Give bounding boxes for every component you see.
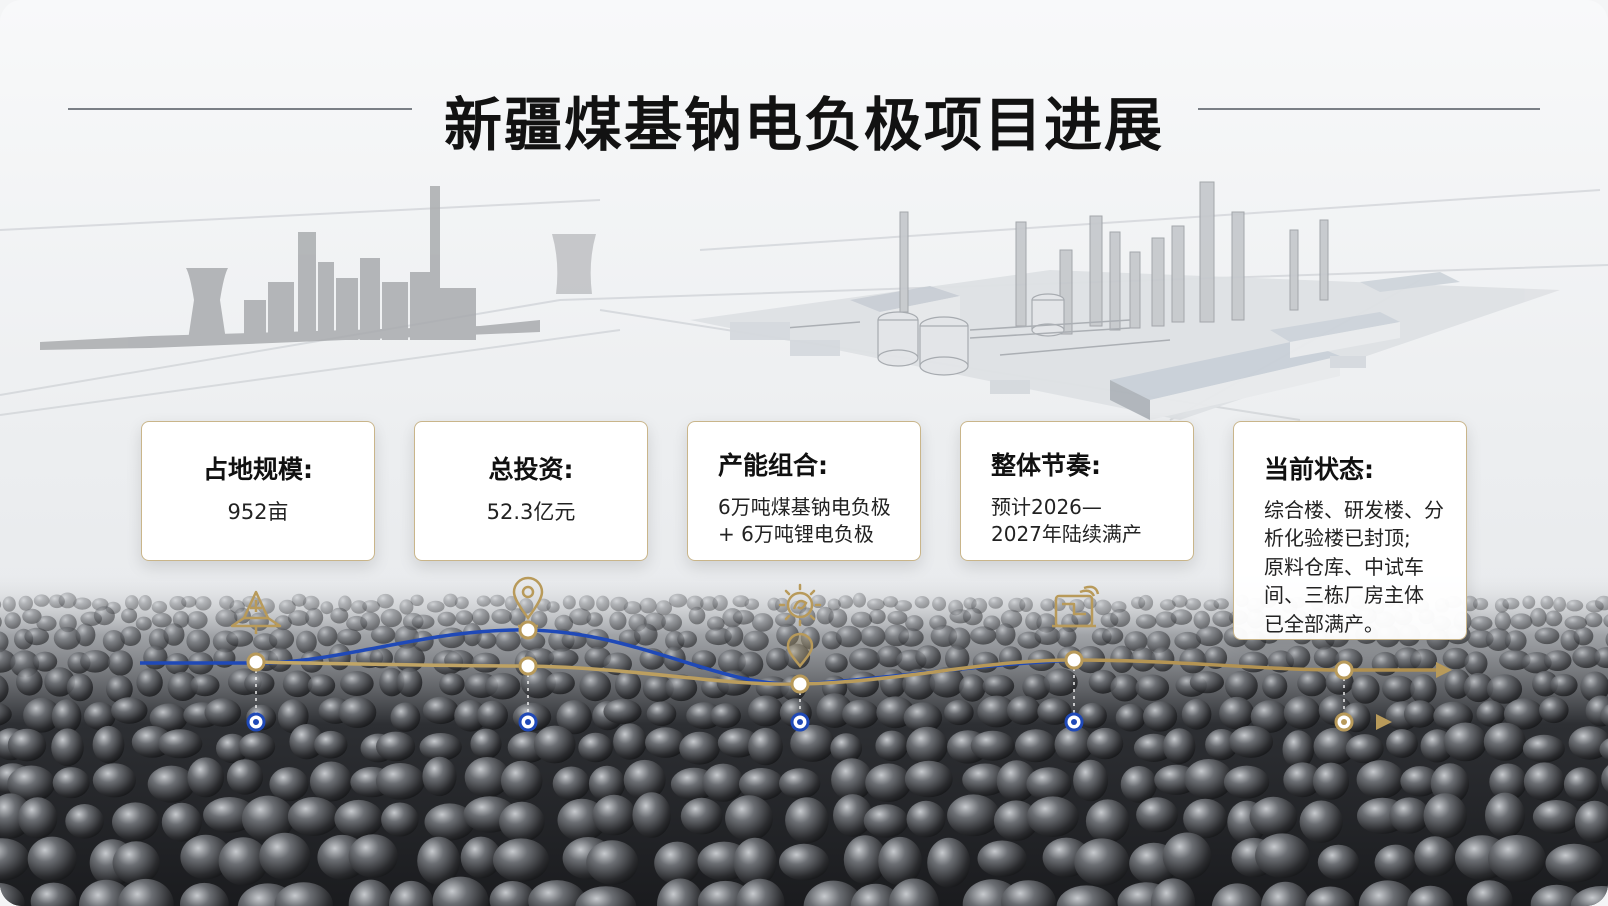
card-body: 6万吨煤基钠电负极 + 6万吨锂电负极 [718,495,891,546]
card-heading: 占地规模: [203,455,313,484]
card-investment: 总投资: 52.3亿元 [414,421,648,561]
card-land-area: 占地规模: 952亩 [141,421,375,561]
card-schedule: 整体节奏: 预计2026— 2027年陆续满产 [960,421,1194,561]
card-body: 952亩 [227,500,289,524]
card-heading: 产能组合: [718,451,828,480]
card-capacity: 产能组合: 6万吨煤基钠电负极 + 6万吨锂电负极 [687,421,921,561]
card-body: 综合楼、研发楼、分 析化验楼已封顶; 原料仓库、中试车 间、三栋厂房主体 已全部… [1264,498,1444,636]
card-current-status: 当前状态: 综合楼、研发楼、分 析化验楼已封顶; 原料仓库、中试车 间、三栋厂房… [1233,421,1467,640]
card-heading: 总投资: [488,455,574,484]
card-heading: 整体节奏: [991,451,1101,480]
title-divider-right [1198,108,1540,110]
card-heading: 当前状态: [1264,455,1374,484]
card-body: 预计2026— 2027年陆续满产 [991,495,1142,546]
card-body: 52.3亿元 [486,500,576,524]
title-divider-left [68,108,412,110]
page-title: 新疆煤基钠电负极项目进展 [443,91,1164,159]
